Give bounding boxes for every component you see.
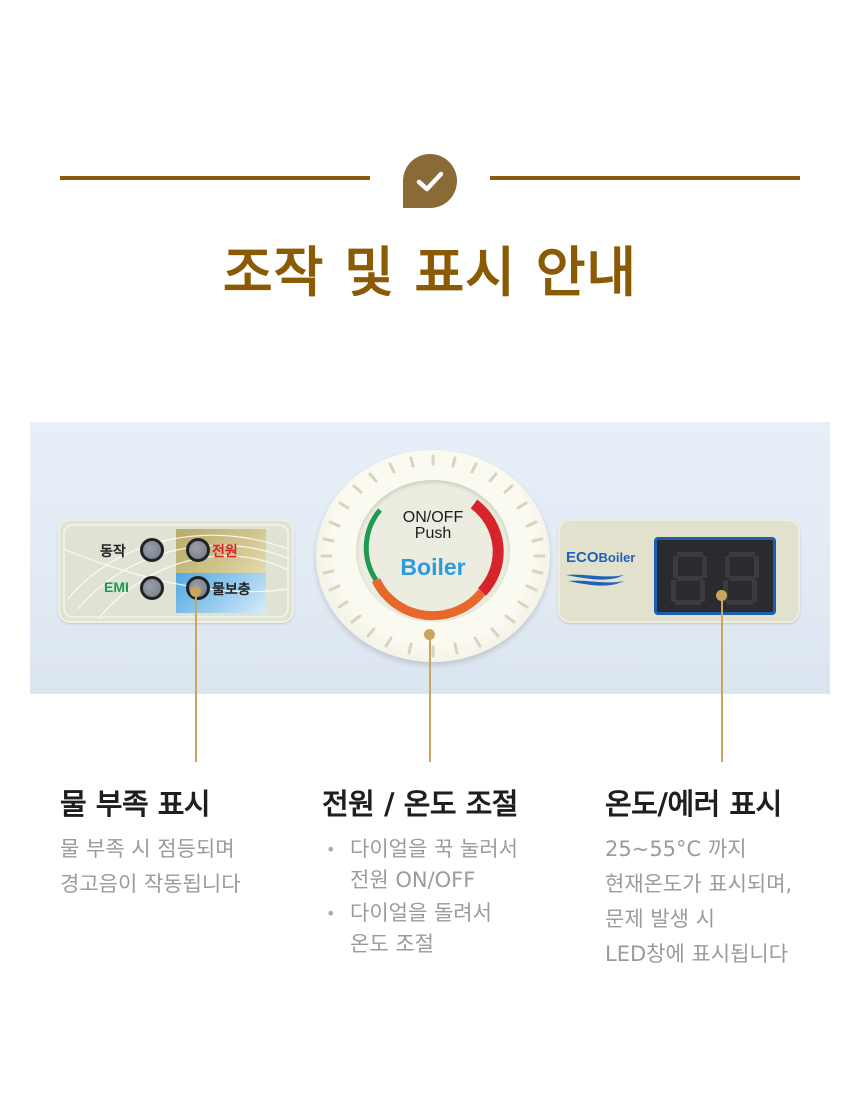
temperature-arc-icon (363, 499, 504, 621)
power-led-icon (186, 538, 210, 562)
callout-line-dial (429, 636, 431, 762)
feature-desc-line: LED창에 표시됩니다 (605, 942, 789, 966)
indicator-label-water-refill: 물보충 (212, 582, 251, 598)
emi-led-icon (140, 576, 164, 600)
swoosh-decoration (62, 524, 291, 620)
header-divider-left (60, 176, 370, 180)
feature-desc-line: 현재온도가 표시되며, (605, 872, 793, 896)
display-panel: ECOBoiler (558, 519, 800, 623)
feature-title: 전원 / 온도 조절 (322, 787, 518, 821)
feature-water-shortage: 물 부족 표시 물 부족 시 점등되며 경고음이 작동됩니다 (60, 784, 241, 902)
feature-temperature-error: 온도/에러 표시 25~55°C 까지 현재온도가 표시되며, 문제 발생 시 … (605, 784, 792, 972)
indicator-label-power: 전원 (212, 544, 238, 560)
feature-desc-line: 경고음이 작동됩니다 (60, 872, 241, 896)
check-speech-bubble-icon (403, 154, 457, 208)
callout-line-display (721, 598, 723, 762)
callout-dot-dial (424, 629, 435, 640)
indicator-label-emi: EMI (104, 579, 129, 595)
dial-brand: Boiler (400, 554, 466, 580)
dial-label-onoff: ON/OFF (402, 509, 464, 526)
callout-line-water (195, 594, 197, 762)
power-temperature-dial[interactable]: ON/OFF Push Boiler (316, 450, 550, 662)
feature-title: 온도/에러 표시 (605, 787, 782, 821)
indicator-label-operation: 동작 (100, 544, 126, 560)
feature-desc-line: 문제 발생 시 (605, 907, 715, 931)
indicator-panel: 동작 전원 EMI 물보충 (58, 519, 294, 623)
dial-face: ON/OFF Push Boiler (356, 480, 510, 622)
feature-desc-line: 물 부족 시 점등되며 (60, 837, 235, 861)
operation-led-icon (140, 538, 164, 562)
callout-dot-display (716, 590, 727, 601)
dial-grip-ribs (320, 454, 546, 658)
feature-title: 물 부족 표시 (60, 787, 211, 821)
callout-dot-water (190, 586, 201, 597)
bullet-item: 다이얼을 꾹 눌러서 전원 ON/OFF (322, 834, 518, 896)
seven-segment-digits (671, 552, 759, 605)
feature-desc-line: 25~55°C 까지 (605, 837, 747, 861)
led-temperature-display (654, 537, 776, 615)
dial-label-push: Push (414, 525, 452, 542)
feature-bullets: 다이얼을 꾹 눌러서 전원 ON/OFF 다이얼을 돌려서 온도 조절 (322, 834, 518, 960)
eco-boiler-logo: ECOBoiler (566, 549, 636, 566)
page-title: 조작 및 표시 안내 (222, 241, 638, 304)
header-divider-right (490, 176, 800, 180)
bullet-item: 다이얼을 돌려서 온도 조절 (322, 898, 518, 960)
wave-logo-icon (566, 574, 624, 586)
feature-power-temperature: 전원 / 온도 조절 다이얼을 꾹 눌러서 전원 ON/OFF 다이얼을 돌려서… (322, 784, 518, 960)
